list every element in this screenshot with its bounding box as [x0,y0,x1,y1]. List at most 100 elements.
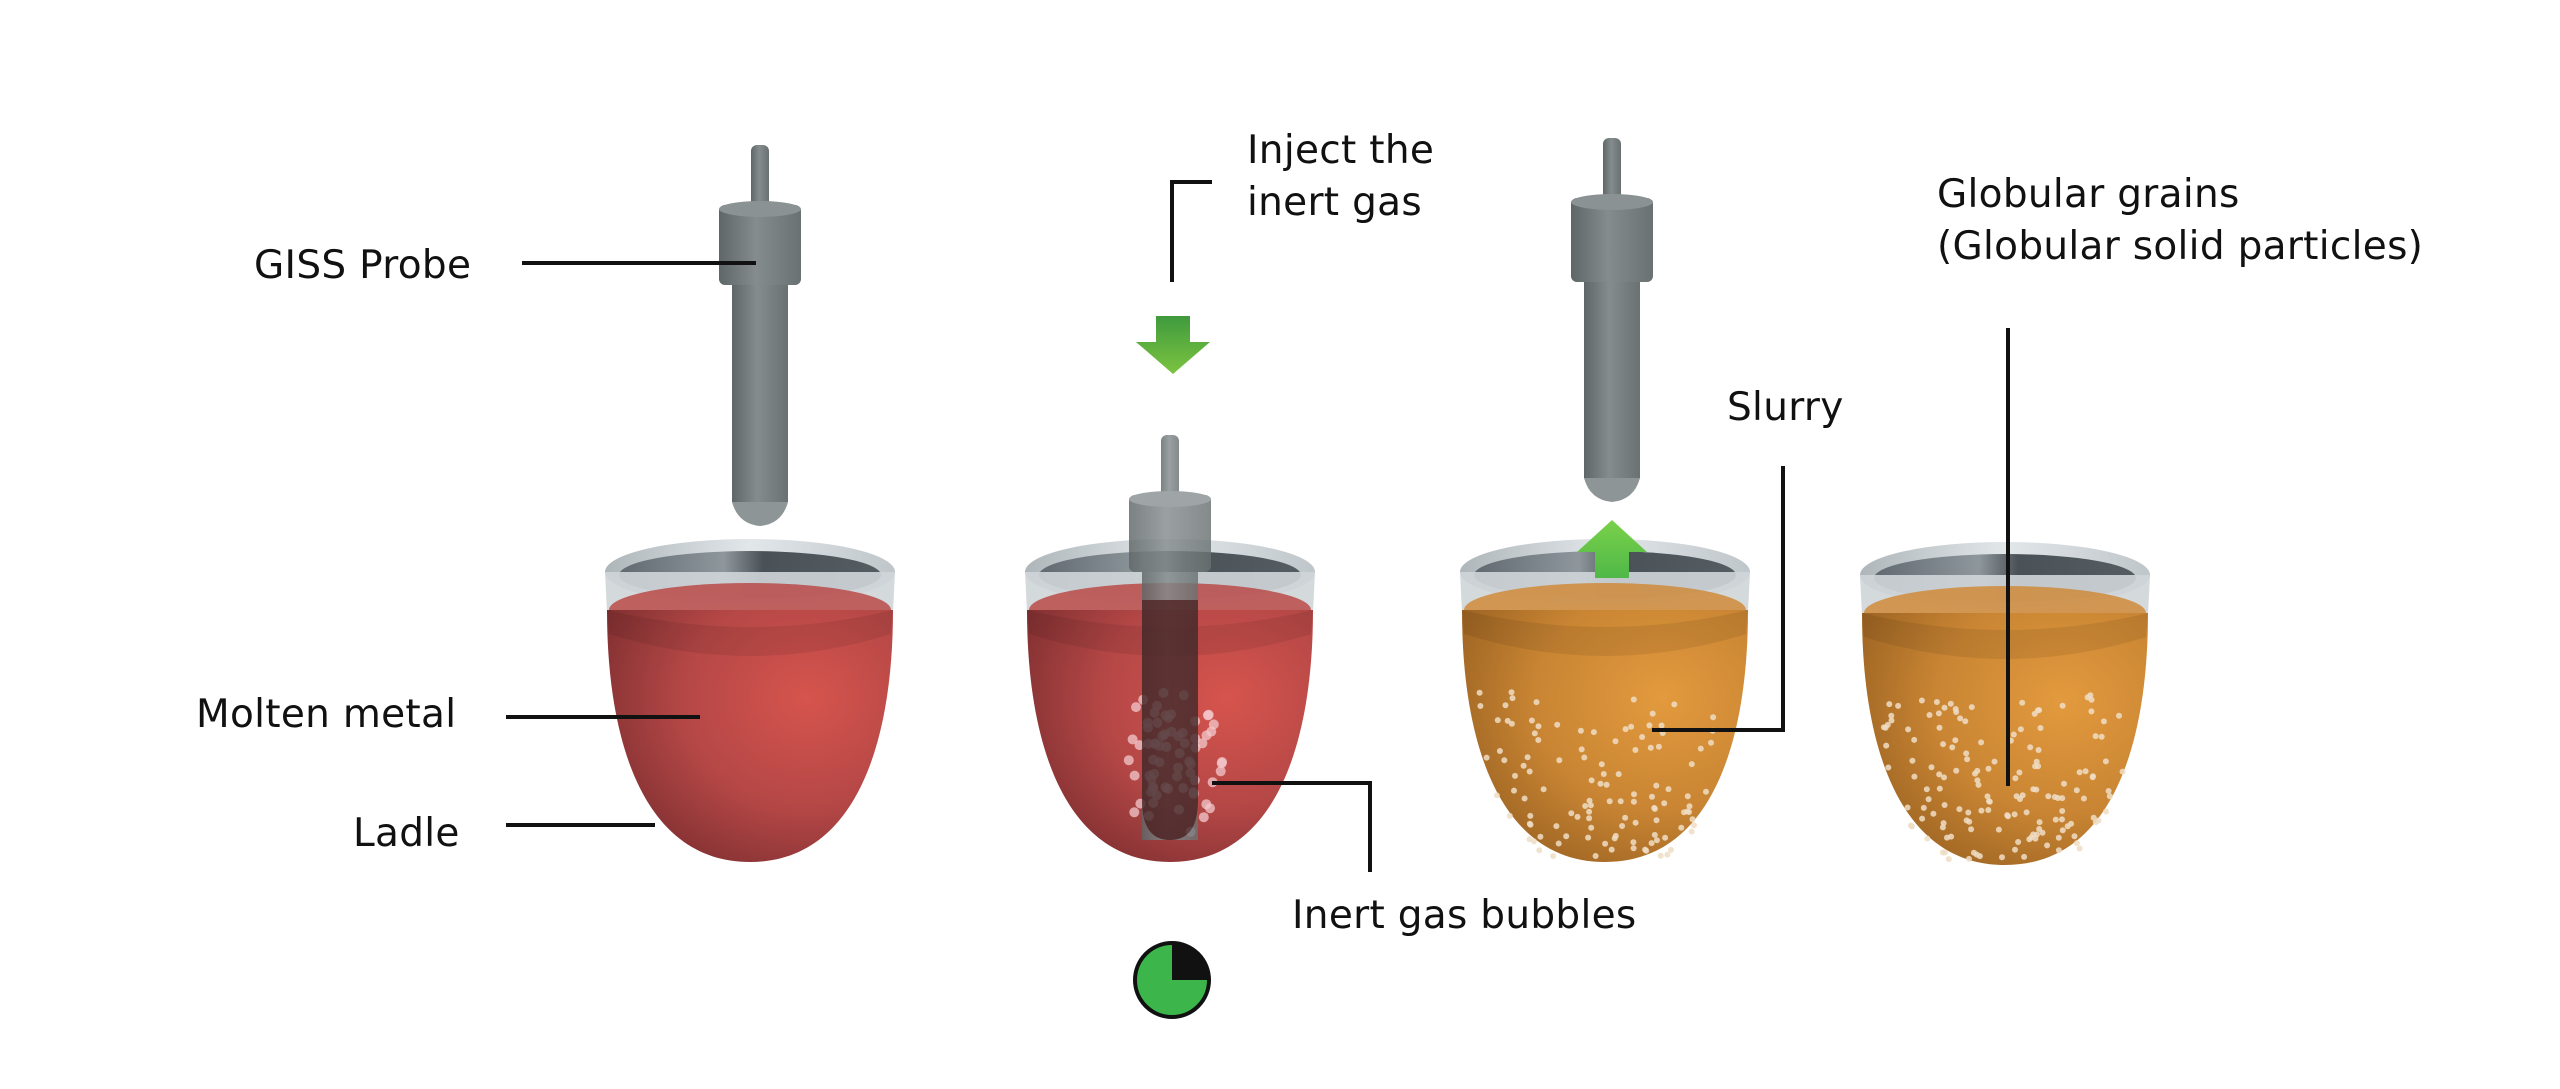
solid-particle [1688,828,1695,835]
inject-arrow [1136,316,1210,374]
ladle-body [1862,613,2148,865]
solid-particle [1945,856,1952,863]
solid-particle [1526,768,1533,775]
ladle-4 [1860,542,2150,865]
solid-particle [1665,786,1672,793]
leader-inert-gas-bubbles [1212,781,1372,872]
solid-particle [2033,831,2040,838]
solid-particle [1984,793,1991,800]
solid-particle [2059,795,2066,802]
solid-particle [1535,737,1542,743]
solid-particle [1918,697,1925,704]
solid-particle [1555,840,1562,847]
solid-particle [1524,754,1531,761]
solid-particle [2021,853,2028,860]
solid-particle [1975,781,1982,788]
gas-bubble [1127,734,1138,745]
solid-particle [1606,798,1613,805]
withdraw-arrow [1577,520,1647,578]
leader-inject [1170,180,1212,282]
solid-particle [1664,851,1671,858]
solid-particle [2036,819,2043,826]
gas-bubble [1205,803,1215,814]
probe-tip [1584,478,1640,502]
solid-particle [1602,840,1609,847]
solid-particle [1622,814,1629,821]
solid-particle [1577,727,1584,734]
solid-particle [2055,834,2062,841]
solid-particle [2017,726,2024,733]
label-globular-line1: Globular grains [1937,172,2240,217]
solid-particle [2106,793,2113,800]
solid-particle [1639,734,1646,740]
solid-particle [2030,786,2037,793]
solid-particle [1965,809,1972,816]
solid-particle [1578,746,1585,753]
solid-particle [2023,809,2030,816]
solid-particle [1630,839,1637,846]
solid-particle [2090,814,2097,821]
solid-particle [1603,781,1610,788]
solid-particle [2016,769,2023,776]
solid-particle [2095,817,2102,824]
solid-particle [1671,701,1678,708]
solid-particle [1647,744,1654,751]
solid-particle [1956,806,1963,813]
solid-particle [2031,710,2038,717]
probe-rod [1603,138,1621,200]
solid-particle [1963,750,1970,757]
solid-particle [2098,733,2105,740]
solid-particle [1941,802,1948,808]
solid-particle [1968,704,1975,711]
label-inject-line1: Inject the [1247,128,1435,173]
solid-particle [1928,764,1935,771]
solid-particle [1494,717,1501,724]
solid-particle [1511,787,1517,794]
label-globular-line2: (Globular solid particles) [1937,224,2424,269]
solid-particle [2012,846,2018,853]
solid-particle [1933,699,1940,705]
solid-particle [1703,788,1709,795]
label-inject-line2: inert gas [1247,180,1422,225]
gas-bubble [1208,719,1219,730]
solid-particle [2071,833,2078,840]
solid-particle [2100,718,2107,725]
solid-particle [2033,758,2040,765]
solid-particle [1986,798,1992,805]
solid-particle [1678,824,1685,831]
solid-particle [1477,703,1484,709]
solid-particle [1691,822,1697,829]
timer-elapsed-slice [1172,943,1209,980]
solid-particle [1556,757,1563,764]
leader-lines-layer [506,180,2010,872]
solid-particle [1619,823,1626,829]
solid-particle [1930,810,1937,817]
probe-immersed [1142,600,1198,840]
solid-particle [1708,739,1714,746]
solid-particle [1553,823,1560,830]
solid-particle [1527,812,1534,819]
solid-particle [1631,791,1637,798]
solid-particle [1968,826,1975,833]
solid-particle [1588,824,1595,831]
solid-particle [1940,820,1947,827]
solid-particle [2052,816,2059,823]
solid-particle [1957,715,1964,722]
solid-particle [1630,696,1637,703]
solid-particle [2073,840,2080,847]
label-giss-probe: GISS Probe [254,243,472,288]
solid-particle [2073,787,2080,794]
gas-bubble [1123,755,1134,766]
solid-particle [1535,723,1542,730]
solid-particle [1935,710,1942,717]
solid-particle [1536,847,1543,854]
solid-particle [2103,808,2109,815]
solid-particle [1528,717,1535,724]
solid-particle [1952,706,1959,712]
solid-particle [2059,827,2066,834]
solid-particle [2068,820,2075,827]
solid-particle [2032,763,2039,770]
solid-particle [1512,772,1518,779]
solid-particle [1995,826,2002,833]
